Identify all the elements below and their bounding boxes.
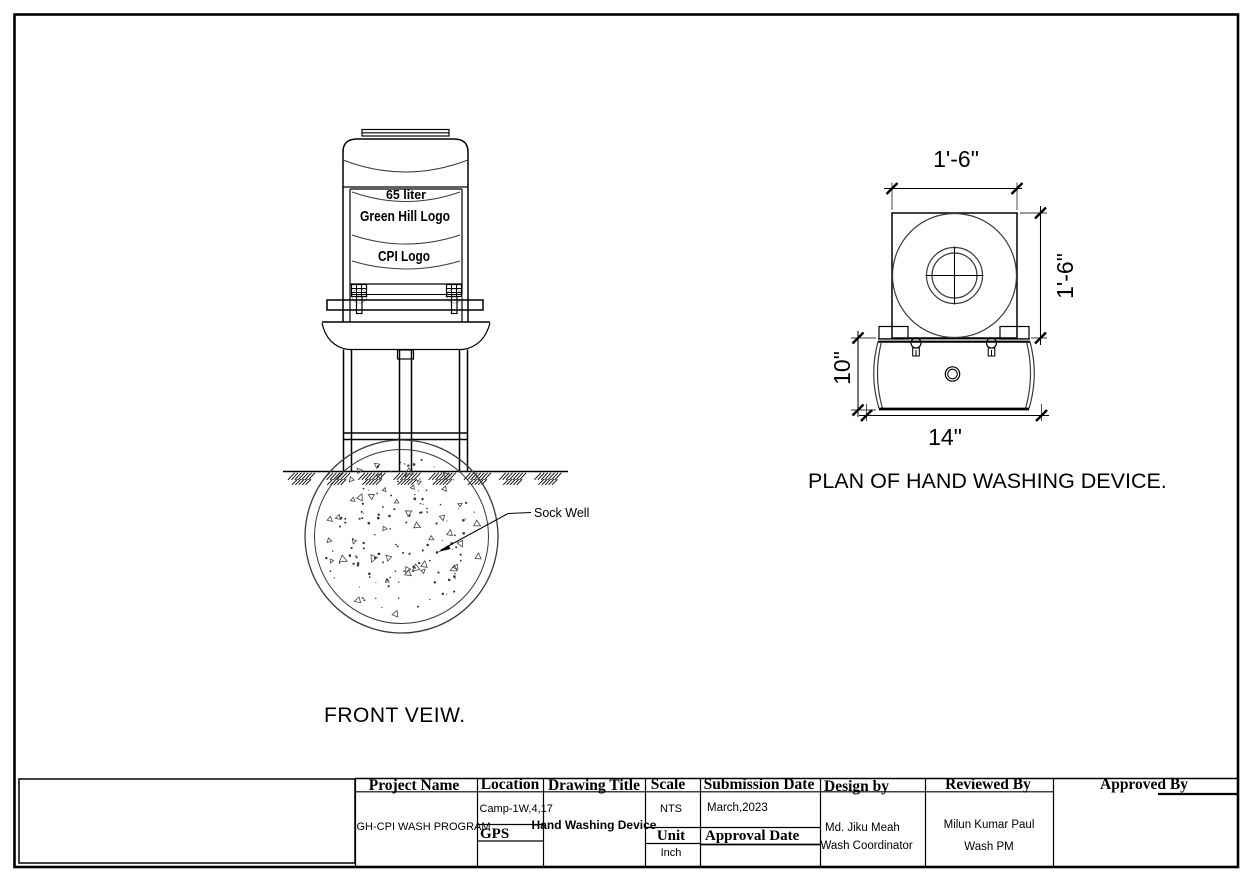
tank-logo2-label: CPI Logo	[378, 249, 430, 265]
approval-date-header: Approval Date	[705, 828, 800, 844]
location-value: Camp-1W,4,17	[480, 803, 553, 815]
logo-box	[18, 778, 356, 864]
sock-well-label: Sock Well	[534, 506, 589, 520]
plan-dim-top: 1'-6"	[933, 146, 979, 172]
tank-logo1-label: Green Hill Logo	[360, 209, 450, 225]
stand-legs	[342, 349, 469, 472]
plan-view-caption: PLAN OF HAND WASHING DEVICE.	[808, 469, 1167, 493]
tank-capacity-label: 65 liter	[386, 188, 426, 202]
project-name-header: Project Name	[369, 777, 460, 794]
plan-cap-crosshair	[925, 246, 984, 305]
design-by-header: Design by	[824, 778, 889, 795]
unit-header: Unit	[657, 828, 685, 844]
scale-value: NTS	[660, 803, 682, 815]
plan-view-drawing: 1'-6" 1'-6" 10" 14" PLAN OF HAND WASHING…	[808, 146, 1167, 493]
scale-header: Scale	[651, 776, 686, 793]
ground-hatch	[287, 472, 562, 486]
plan-dim-left: 10"	[829, 351, 855, 385]
front-view-caption: FRONT VEIW.	[324, 704, 466, 727]
reviewed-by-role: Wash PM	[964, 841, 1013, 853]
unit-value: Inch	[661, 847, 682, 859]
reviewed-by-name: Milun Kumar Paul	[944, 819, 1035, 831]
basin-plan	[873, 337, 1035, 411]
location-header: Location	[481, 776, 540, 793]
drawing-title-value: Hand Washing Device	[532, 818, 657, 832]
title-block: Project Name Location Drawing Title Scal…	[18, 776, 1237, 866]
submission-date-header: Submission Date	[704, 776, 815, 793]
gps-header: GPS	[480, 826, 509, 842]
plan-drain	[944, 366, 961, 382]
drawing-title-header: Drawing Title	[548, 777, 640, 794]
plan-bracket-right	[999, 325, 1030, 340]
sheet-border	[13, 13, 1240, 869]
plan-dim-right: 1'-6"	[1052, 253, 1078, 299]
tank-platform	[326, 299, 484, 311]
plan-dimensions: 1'-6" 1'-6" 10" 14"	[829, 146, 1078, 450]
sock-well-leader	[440, 511, 532, 551]
approved-by-header: Approved By	[1100, 776, 1188, 793]
tank-outline	[342, 138, 469, 322]
design-by-name: Md. Jiku Meah	[825, 822, 900, 834]
project-name-value: GH-CPI WASH PROGRAM	[357, 821, 491, 833]
submission-date-value: March,2023	[707, 802, 768, 814]
sock-well	[304, 439, 532, 634]
plan-bracket-left	[878, 325, 909, 340]
tank-label-panel	[349, 188, 463, 322]
plan-tap-right	[985, 337, 998, 349]
front-view-drawing: Sock Well 65 liter Green Hill Logo CPI L…	[283, 128, 589, 727]
sock-well-arrowhead	[438, 545, 451, 552]
plan-dim-bottom: 14"	[928, 424, 962, 450]
plan-tap-left	[910, 337, 922, 349]
basin-front	[321, 321, 491, 351]
design-by-role: Wash Coordinator	[821, 840, 913, 852]
reviewed-by-header: Reviewed By	[945, 776, 1031, 793]
plan-tank-circle	[891, 212, 1018, 339]
tank-bolts	[350, 283, 463, 315]
